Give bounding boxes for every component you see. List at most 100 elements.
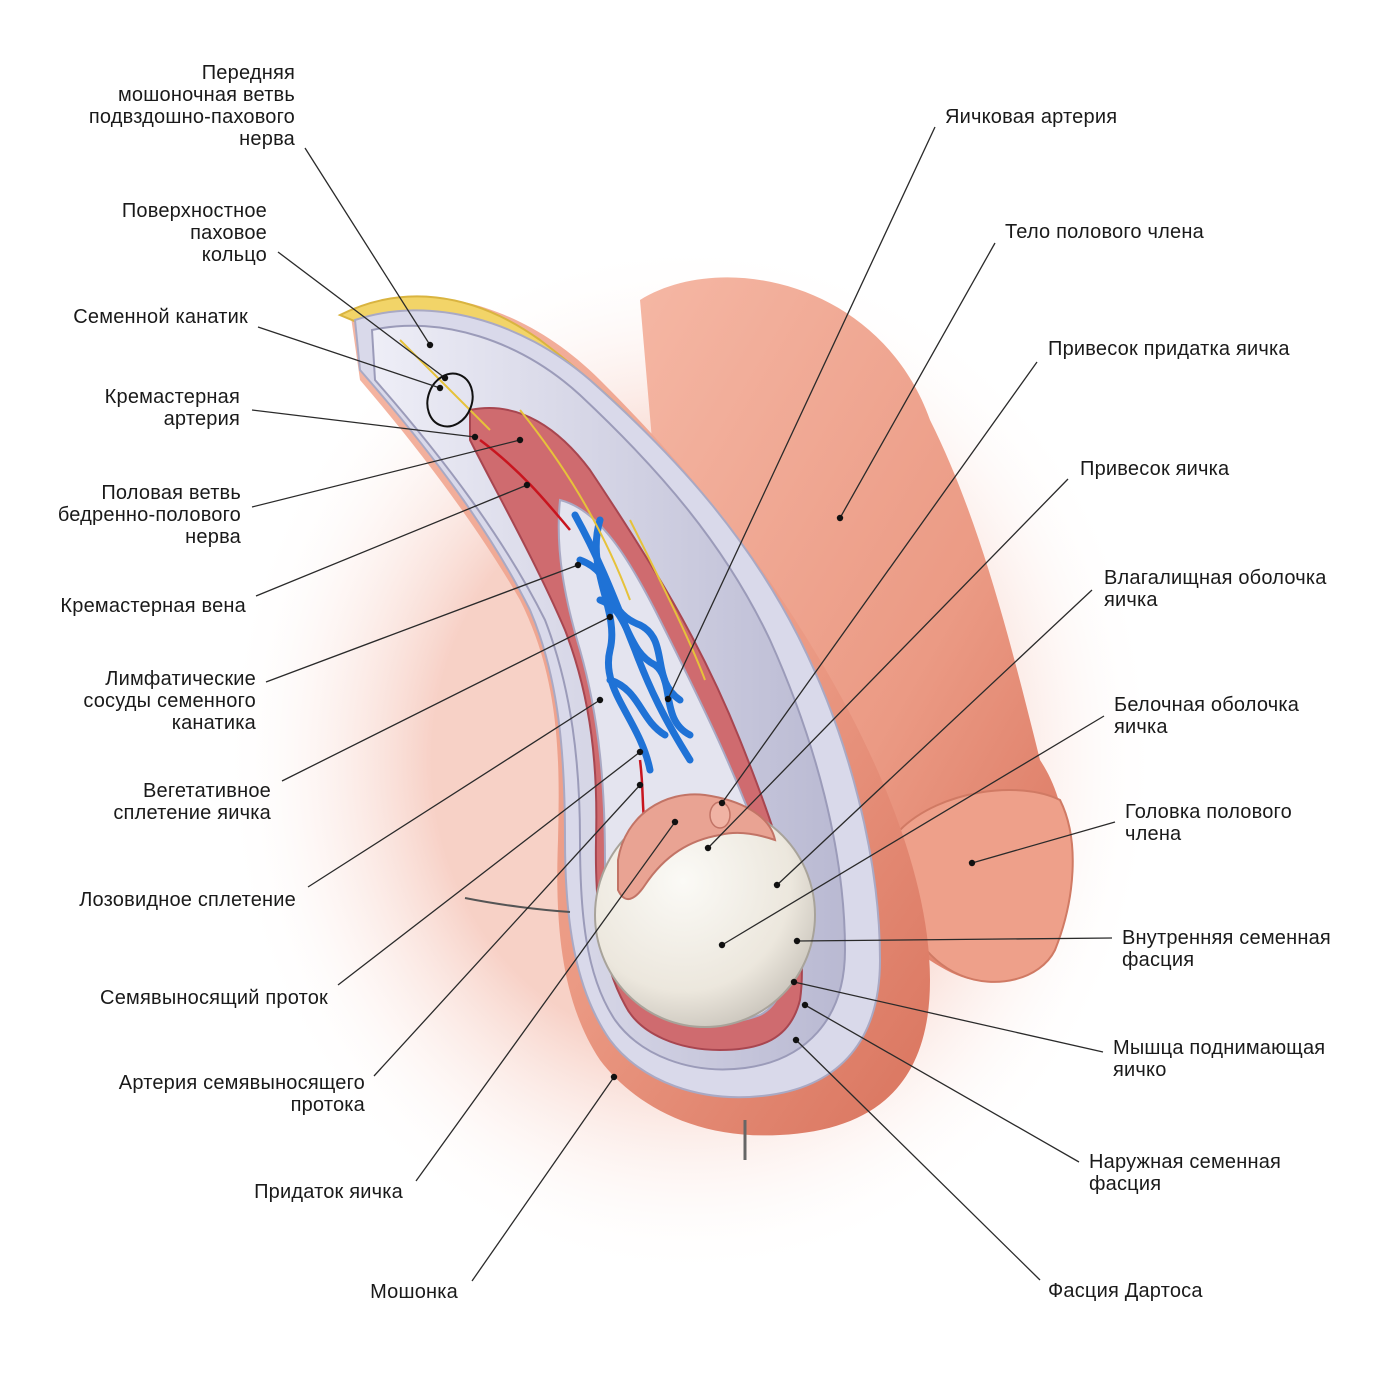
label-line: Придаток яичка [254, 1181, 403, 1203]
leader-dot-lymphatic-vessels [574, 561, 582, 569]
label-line: Лозовидное сплетение [79, 889, 296, 911]
label-line: Тело полового члена [1005, 221, 1204, 243]
leader-dot-tunica-albuginea [718, 941, 726, 949]
leader-lines [251, 126, 1116, 1282]
label-line: фасция [1089, 1173, 1162, 1195]
leader-dot-tunica-vaginalis [773, 881, 781, 889]
label-line: Лимфатические [105, 668, 256, 690]
leader-external-spermatic-fascia [804, 1004, 1080, 1163]
leader-dartos-fascia [795, 1039, 1041, 1281]
leader-anterior-scrotal-branch [304, 147, 431, 346]
label-line: канатика [171, 712, 256, 734]
leader-dot-superficial-inguinal-ring [441, 374, 449, 382]
leader-cremasteric-artery [251, 409, 476, 438]
label-line: Внутренняя семенная [1122, 927, 1331, 949]
label-line: Белочная оболочка [1114, 694, 1300, 716]
label-line: Поверхностное [121, 200, 267, 222]
leader-dot-autonomic-plexus [606, 613, 614, 621]
label-cremasteric-vein: Кремастерная вена [60, 595, 246, 617]
label-line: Яичковая артерия [945, 106, 1118, 128]
leader-spermatic-cord [257, 326, 441, 389]
label-line: Головка полового [1125, 801, 1292, 823]
label-line: Семявыносящий проток [100, 987, 328, 1009]
label-line: Мышца поднимающая [1113, 1037, 1326, 1059]
epididymis-shape [617, 793, 777, 900]
leader-dot-external-spermatic-fascia [801, 1001, 809, 1009]
label-pampiniform-plexus: Лозовидное сплетение [79, 889, 296, 911]
label-line: сосуды семенного [83, 690, 256, 712]
leader-dot-epididymis [671, 818, 679, 826]
label-line: нерва [239, 128, 295, 150]
septum-line [464, 897, 571, 913]
label-line: Передняя [201, 62, 295, 84]
label-line: Половая ветвь [101, 482, 241, 504]
label-line: паховое [190, 222, 267, 244]
leader-dot-anterior-scrotal-branch [426, 341, 434, 349]
label-line: Кремастерная вена [60, 595, 246, 617]
label-appendix-testis: Привесок яичка [1080, 458, 1229, 480]
leader-vas-deferens [337, 751, 641, 986]
label-line: Артерия семявыносящего [118, 1072, 365, 1094]
label-line: Кремастерная [104, 386, 240, 408]
label-line: Влагалищная оболочка [1104, 567, 1327, 589]
leader-dot-testicular-artery [664, 695, 672, 703]
leader-dot-internal-spermatic-fascia [793, 937, 801, 945]
label-line: фасция [1122, 949, 1195, 971]
label-line: Вегетативное [142, 780, 271, 802]
appendix-shape [709, 801, 731, 829]
leader-dot-appendix-testis [704, 844, 712, 852]
leader-artery-vas-deferens [373, 784, 641, 1077]
label-line: сплетение яичка [113, 802, 271, 824]
label-line: члена [1125, 823, 1182, 845]
label-penis-body: Тело полового члена [1005, 221, 1204, 243]
leader-glans-penis [971, 821, 1116, 864]
leader-dot-vas-deferens [636, 748, 644, 756]
label-line: Мошонка [370, 1281, 458, 1303]
leader-dot-genital-branch [516, 436, 524, 444]
label-line: яичко [1113, 1059, 1167, 1081]
label-line: Наружная семенная [1089, 1151, 1282, 1173]
leader-scrotum [471, 1076, 615, 1282]
leader-appendix-testis [707, 478, 1069, 849]
label-line: яичка [1114, 716, 1168, 738]
label-line: бедренно-полового [57, 504, 241, 526]
nerves-shape [399, 339, 706, 681]
leader-tunica-vaginalis [776, 589, 1093, 886]
label-line: мошоночная ветвь [117, 84, 295, 106]
leader-dot-cremasteric-vein [523, 481, 531, 489]
label-line: Семенной канатик [73, 306, 248, 328]
leader-pampiniform-plexus [307, 699, 601, 888]
leader-penis-body [839, 242, 996, 519]
label-line: Фасция Дартоса [1048, 1280, 1203, 1302]
label-line: Привесок яичка [1080, 458, 1230, 480]
label-line: протока [290, 1094, 365, 1116]
label-scrotum: Мошонка [370, 1281, 458, 1303]
label-epididymis: Придаток яичка [254, 1181, 403, 1203]
leader-dot-penis-body [836, 514, 844, 522]
label-line: нерва [185, 526, 241, 548]
label-line: кольцо [201, 244, 267, 266]
label-dartos-fascia: Фасция Дартоса [1048, 1280, 1203, 1302]
pampiniform-plexus-shape [571, 511, 694, 774]
leader-tunica-albuginea [721, 715, 1105, 946]
leader-dot-scrotum [610, 1073, 618, 1081]
leader-epididymis [415, 821, 676, 1182]
leader-lymphatic-vessels [265, 564, 579, 683]
label-testicular-artery: Яичковая артерия [945, 106, 1117, 128]
leader-dot-dartos-fascia [792, 1036, 800, 1044]
label-vas-deferens: Семявыносящий проток [100, 987, 328, 1009]
